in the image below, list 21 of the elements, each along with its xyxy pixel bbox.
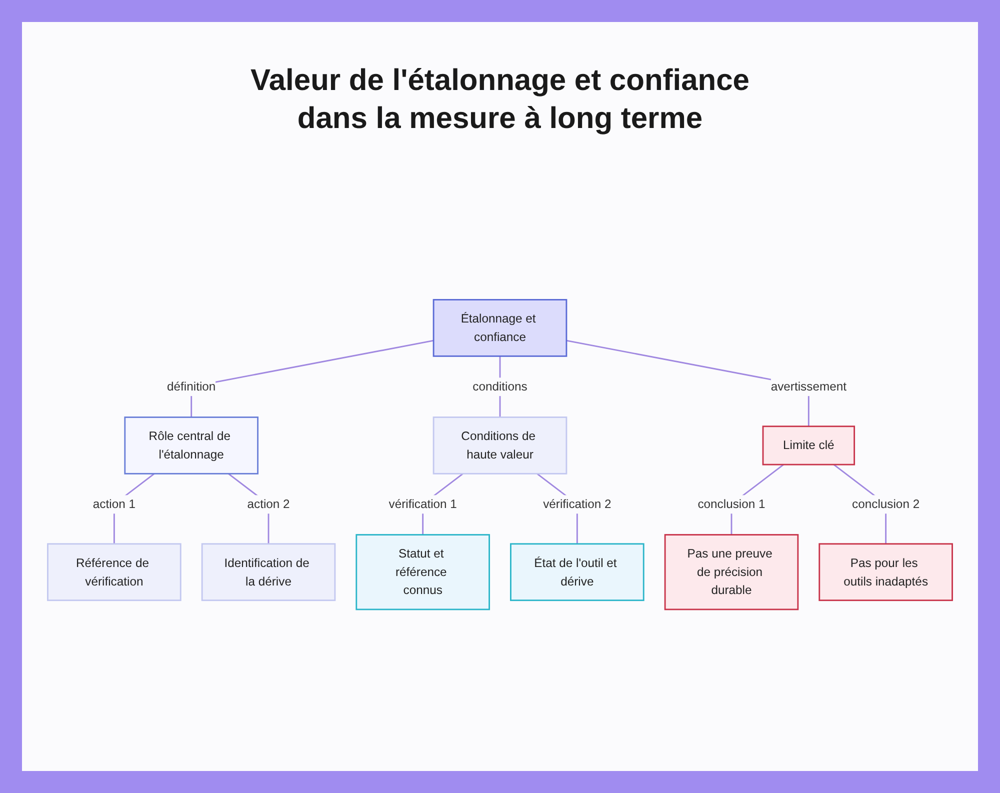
node-box	[201, 543, 336, 601]
edge-label: conclusion 1	[698, 497, 766, 511]
node-box	[124, 416, 258, 474]
edge-label: vérification 2	[543, 497, 612, 511]
node-box	[432, 298, 568, 357]
node-box	[432, 416, 568, 474]
node-box	[47, 543, 182, 601]
edge-label: définition	[167, 380, 216, 394]
edge-label: conclusion 2	[852, 497, 920, 511]
node-box	[356, 534, 490, 610]
node-box	[510, 543, 644, 601]
edge-label: avertissement	[770, 380, 846, 394]
title: Valeur de l'étalonnage et confiance dans la mesure à long terme	[250, 63, 750, 137]
edge-label: vérification 1	[388, 497, 457, 511]
edge-label: action 2	[247, 497, 290, 511]
node-box	[818, 543, 953, 601]
node-box	[762, 426, 856, 466]
edge-label: conditions	[472, 380, 528, 394]
node-box	[664, 534, 799, 610]
card-background: Valeur de l'étalonnage et confiance dans la mesure à long terme définition conditions avertissement action 1 action 2 vérification 1 vérification 2 conclusion 1 conclusion 2 Étalonnage et confiance Rôle central de l'étalonnage Conditions de haute valeur Limite clé Référence de vérification Identification de la dérive Statut et référence connus État de l'outil et dérive Pas une preuve de précision durable Pas pour les outils inadaptés	[22, 22, 978, 771]
edge-label: action 1	[92, 497, 136, 511]
